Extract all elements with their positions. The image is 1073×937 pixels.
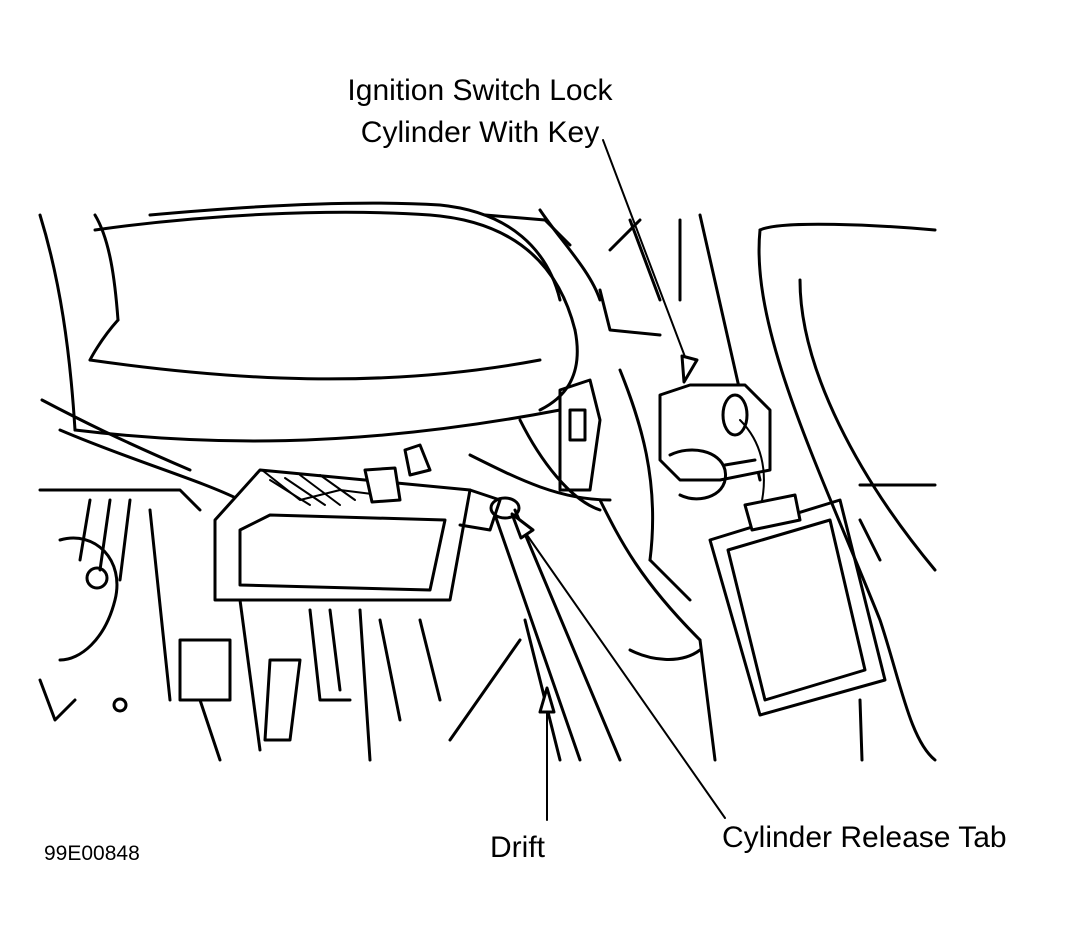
ignition-lock-cylinder (598, 213, 937, 762)
figure-id: 99E00848 (44, 842, 140, 865)
steering-column-shroud (38, 201, 602, 502)
drift-label: Drift (490, 831, 545, 864)
release-tab-area (468, 368, 717, 762)
leader-lines (510, 139, 726, 821)
ignition-lock-cylinder-label: Ignition Switch Lock Cylinder With Key (0, 70, 960, 154)
ignition-label-line2: Cylinder With Key (360, 116, 600, 149)
lower-dash-structure (38, 488, 442, 762)
ignition-label-line1: Ignition Switch Lock (347, 74, 613, 107)
release-tab-label: Cylinder Release Tab (722, 821, 1007, 854)
electrical-connector (213, 443, 502, 602)
drift-tool (448, 496, 622, 762)
